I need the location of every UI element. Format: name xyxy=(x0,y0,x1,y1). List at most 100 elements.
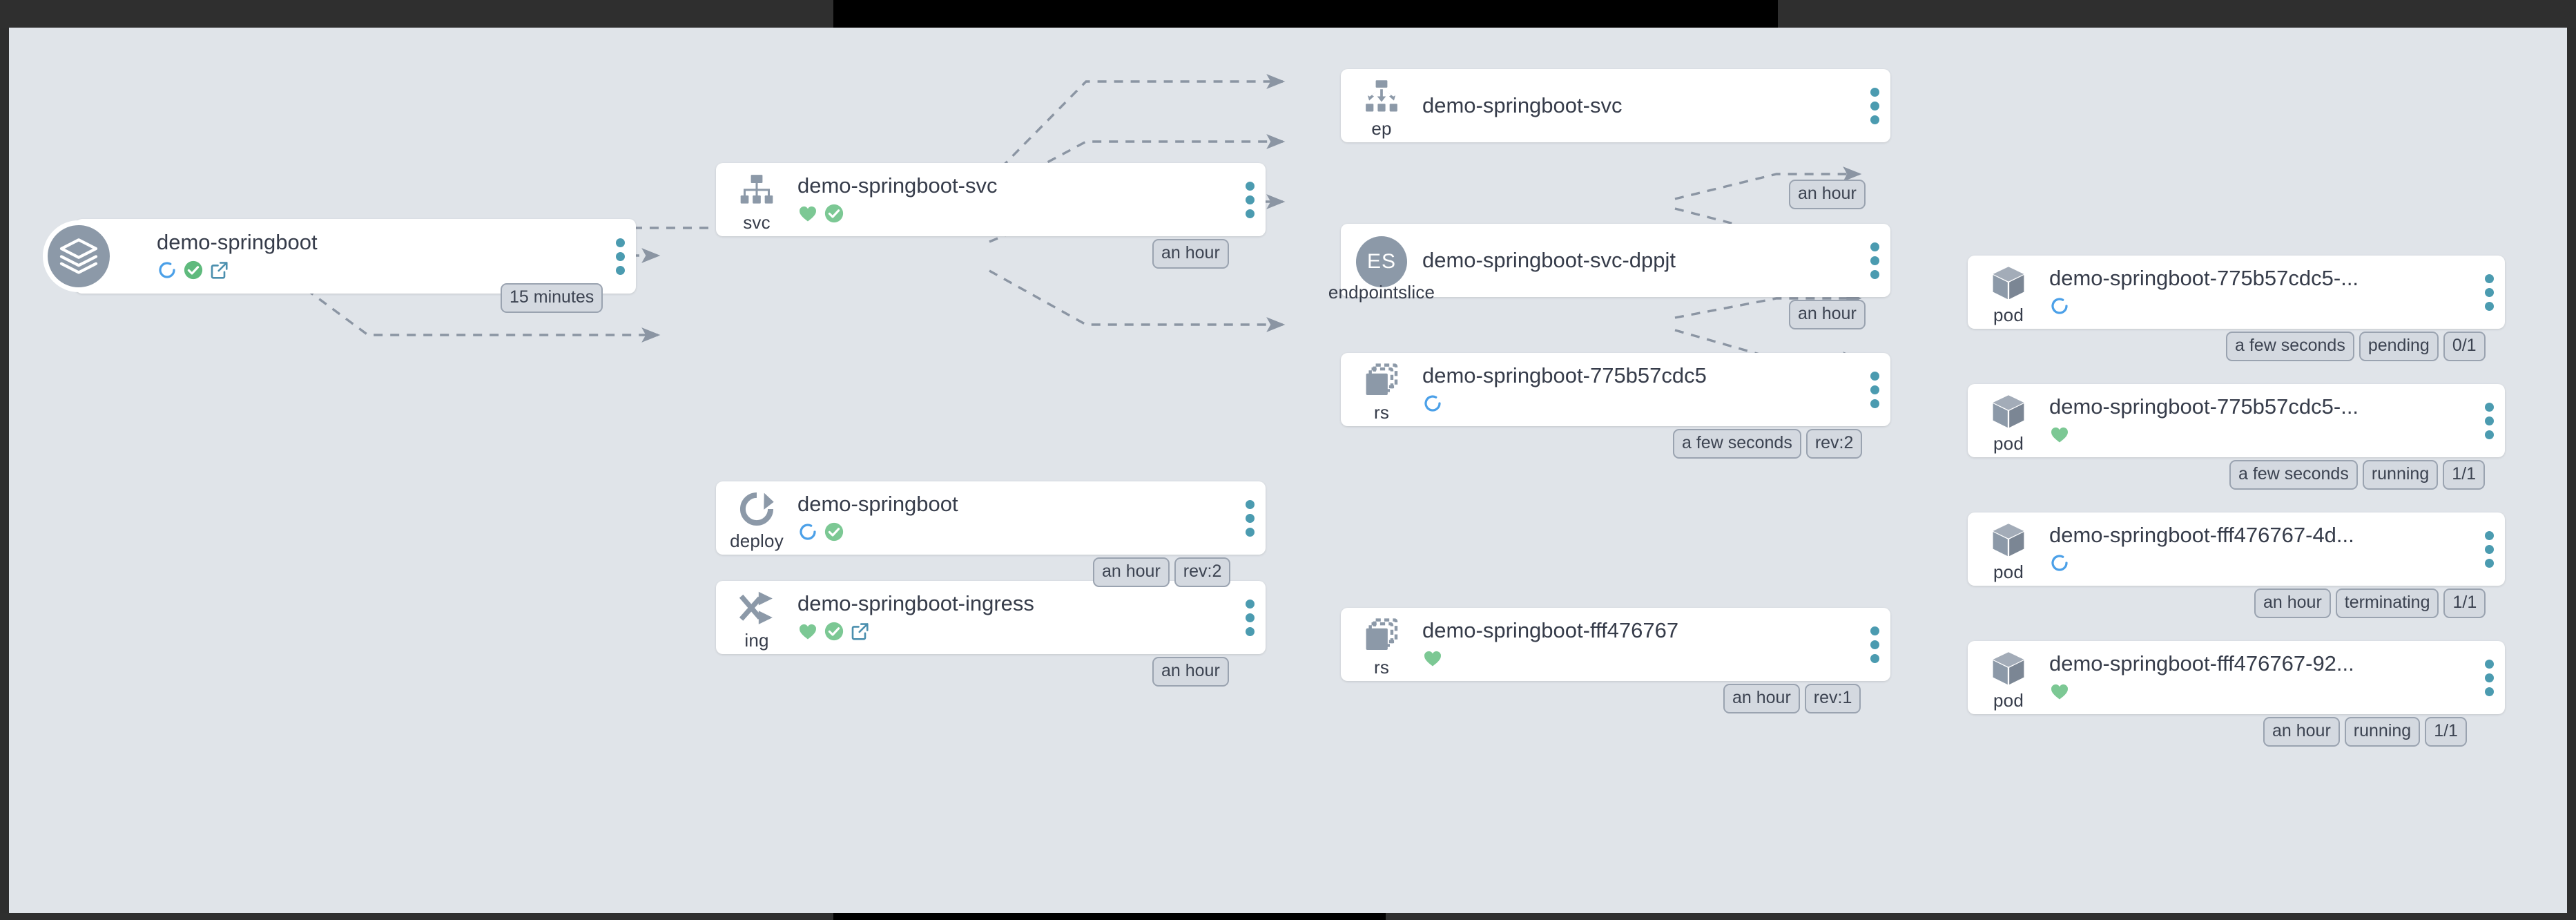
node-kind-label: ing xyxy=(744,629,769,651)
node-menu-button[interactable] xyxy=(2473,512,2505,586)
node-pills-pod-775-running: a few seconds running 1/1 xyxy=(2229,460,2485,490)
replicaset-stack-icon xyxy=(1366,617,1398,650)
node-pills-replicaset-775b57cdc5: a few seconds rev:2 xyxy=(1673,429,1863,459)
node-status-icons xyxy=(1422,646,1848,670)
service-icon-wrap: svc xyxy=(716,163,797,236)
resource-node-endpoints[interactable]: ep demo-springboot-svc xyxy=(1341,69,1890,142)
external-link-icon[interactable] xyxy=(209,260,230,280)
node-menu-button[interactable] xyxy=(2473,384,2505,457)
resource-node-replicaset-fff476767[interactable]: rs demo-springboot-fff476767 xyxy=(1341,608,1890,681)
endpointslice-icon-wrap: ES endpointslice xyxy=(1328,224,1435,301)
healthy-heart-icon xyxy=(2051,427,2069,443)
external-link-icon[interactable] xyxy=(850,621,871,642)
node-kind-label: deploy xyxy=(730,530,784,551)
node-title: demo-springboot-fff476767-4d... xyxy=(2049,524,2354,548)
node-pills-service: an hour xyxy=(1152,239,1229,269)
resource-node-replicaset-775b57cdc5[interactable]: rs demo-springboot-775b57cdc5 xyxy=(1341,353,1890,426)
age-pill: a few seconds xyxy=(2229,460,2358,490)
ingress-node-body: demo-springboot-ingress xyxy=(797,592,1234,643)
node-status-icons xyxy=(2049,680,2462,703)
revision-pill: rev:1 xyxy=(1804,684,1861,713)
node-title: demo-springboot-svc-dppjt xyxy=(1422,248,1676,272)
resource-node-pod-fff-running[interactable]: pod demo-springboot-fff476767-92... xyxy=(1968,641,2505,714)
node-menu-button[interactable] xyxy=(1859,224,1890,297)
node-menu-button[interactable] xyxy=(2473,641,2505,714)
progressing-spinner-icon xyxy=(2051,555,2068,571)
resource-node-deployment[interactable]: deploy demo-springboot xyxy=(716,481,1266,555)
healthy-heart-icon xyxy=(2051,684,2069,700)
resource-node-pod-fff-terminating[interactable]: pod demo-springboot-fff476767-4d... xyxy=(1968,512,2505,586)
service-hierarchy-icon xyxy=(740,174,773,204)
node-title: demo-springboot-fff476767 xyxy=(1422,619,1679,643)
ingress-shuffle-icon xyxy=(739,591,773,624)
healthy-heart-icon xyxy=(799,624,817,640)
deployment-rotate-icon xyxy=(740,492,774,526)
healthy-heart-icon xyxy=(799,206,817,222)
node-pills-replicaset-fff476767: an hour rev:1 xyxy=(1723,684,1861,713)
pod-icon-wrap: pod xyxy=(1968,512,2049,586)
revision-pill: rev:2 xyxy=(1805,429,1863,459)
age-pill: an hour xyxy=(1093,557,1170,587)
node-menu-button[interactable] xyxy=(2473,256,2505,329)
node-status-icons xyxy=(797,620,1223,643)
service-node-body: demo-springboot-svc xyxy=(797,174,1234,225)
node-menu-button[interactable] xyxy=(604,219,636,294)
node-menu-button[interactable] xyxy=(1234,581,1266,654)
resource-tree-canvas[interactable]: demo-springboot xyxy=(9,28,2567,913)
node-kind-label: rs xyxy=(1373,656,1390,678)
resource-node-ingress[interactable]: ing demo-springboot-ingress xyxy=(716,581,1266,654)
node-title: demo-springboot xyxy=(797,492,958,517)
window-top-chrome-dark-segment xyxy=(833,0,1778,28)
node-status-icons xyxy=(797,520,1223,544)
resource-node-endpointslice[interactable]: ES endpointslice demo-springboot-svc-dpp… xyxy=(1328,224,1890,301)
pod-icon-wrap: pod xyxy=(1968,641,2049,714)
endpoints-node-body: demo-springboot-svc xyxy=(1422,94,1859,118)
node-pills-pod-775-pending: a few seconds pending 0/1 xyxy=(2226,332,2486,361)
node-pills-endpointslice: an hour xyxy=(1789,300,1866,329)
synced-check-icon xyxy=(824,622,844,640)
progressing-spinner-icon xyxy=(2051,298,2068,314)
node-menu-button[interactable] xyxy=(1859,69,1890,142)
node-kind-label: pod xyxy=(1993,689,2024,711)
pod-cube-icon xyxy=(1993,266,2024,299)
node-pills-deployment: an hour rev:2 xyxy=(1093,557,1231,587)
node-title: demo-springboot-fff476767-92... xyxy=(2049,652,2354,676)
phase-pill: terminating xyxy=(2335,588,2439,618)
window-bottom-chrome-dark-segment xyxy=(833,913,1386,920)
progressing-spinner-icon xyxy=(159,262,175,278)
replicaset-stack-icon xyxy=(1366,363,1398,395)
pod-icon-wrap: pod xyxy=(1968,384,2049,457)
ready-pill: 1/1 xyxy=(2425,717,2467,747)
node-menu-button[interactable] xyxy=(1234,481,1266,555)
resource-node-pod-775-pending[interactable]: pod demo-springboot-775b57cdc5-... xyxy=(1968,256,2505,329)
node-kind-label: pod xyxy=(1993,432,2024,454)
age-pill: an hour xyxy=(2263,717,2340,747)
replicaset-icon-wrap: rs xyxy=(1341,608,1422,681)
node-title: demo-springboot-svc xyxy=(1422,93,1623,117)
pod-node-body: demo-springboot-775b57cdc5-... xyxy=(2049,395,2473,446)
progressing-spinner-icon xyxy=(1424,395,1441,412)
node-title: demo-springboot-ingress xyxy=(797,592,1034,616)
resource-node-application[interactable]: demo-springboot xyxy=(43,219,636,294)
age-pill: an hour xyxy=(1789,180,1866,209)
node-kind-label: svc xyxy=(743,211,771,233)
age-pill: an hour xyxy=(2254,588,2331,618)
node-status-icons xyxy=(2049,294,2462,318)
node-pills-ingress: an hour xyxy=(1152,657,1229,687)
pod-cube-icon xyxy=(1993,523,2024,556)
phase-pill: running xyxy=(2344,717,2421,747)
node-menu-button[interactable] xyxy=(1859,608,1890,681)
ready-pill: 1/1 xyxy=(2443,588,2486,618)
node-menu-button[interactable] xyxy=(1859,353,1890,426)
endpoints-icon-wrap: ep xyxy=(1341,69,1422,142)
node-menu-button[interactable] xyxy=(1234,163,1266,236)
resource-node-service[interactable]: svc demo-springboot-svc xyxy=(716,163,1266,236)
age-pill: an hour xyxy=(1152,239,1229,269)
node-status-icons xyxy=(1422,392,1848,415)
node-status-icons xyxy=(2049,423,2462,446)
pod-icon-wrap: pod xyxy=(1968,256,2049,329)
node-kind-label: pod xyxy=(1993,304,2024,325)
age-pill: 15 minutes xyxy=(501,283,603,313)
resource-node-pod-775-running[interactable]: pod demo-springboot-775b57cdc5-... xyxy=(1968,384,2505,457)
